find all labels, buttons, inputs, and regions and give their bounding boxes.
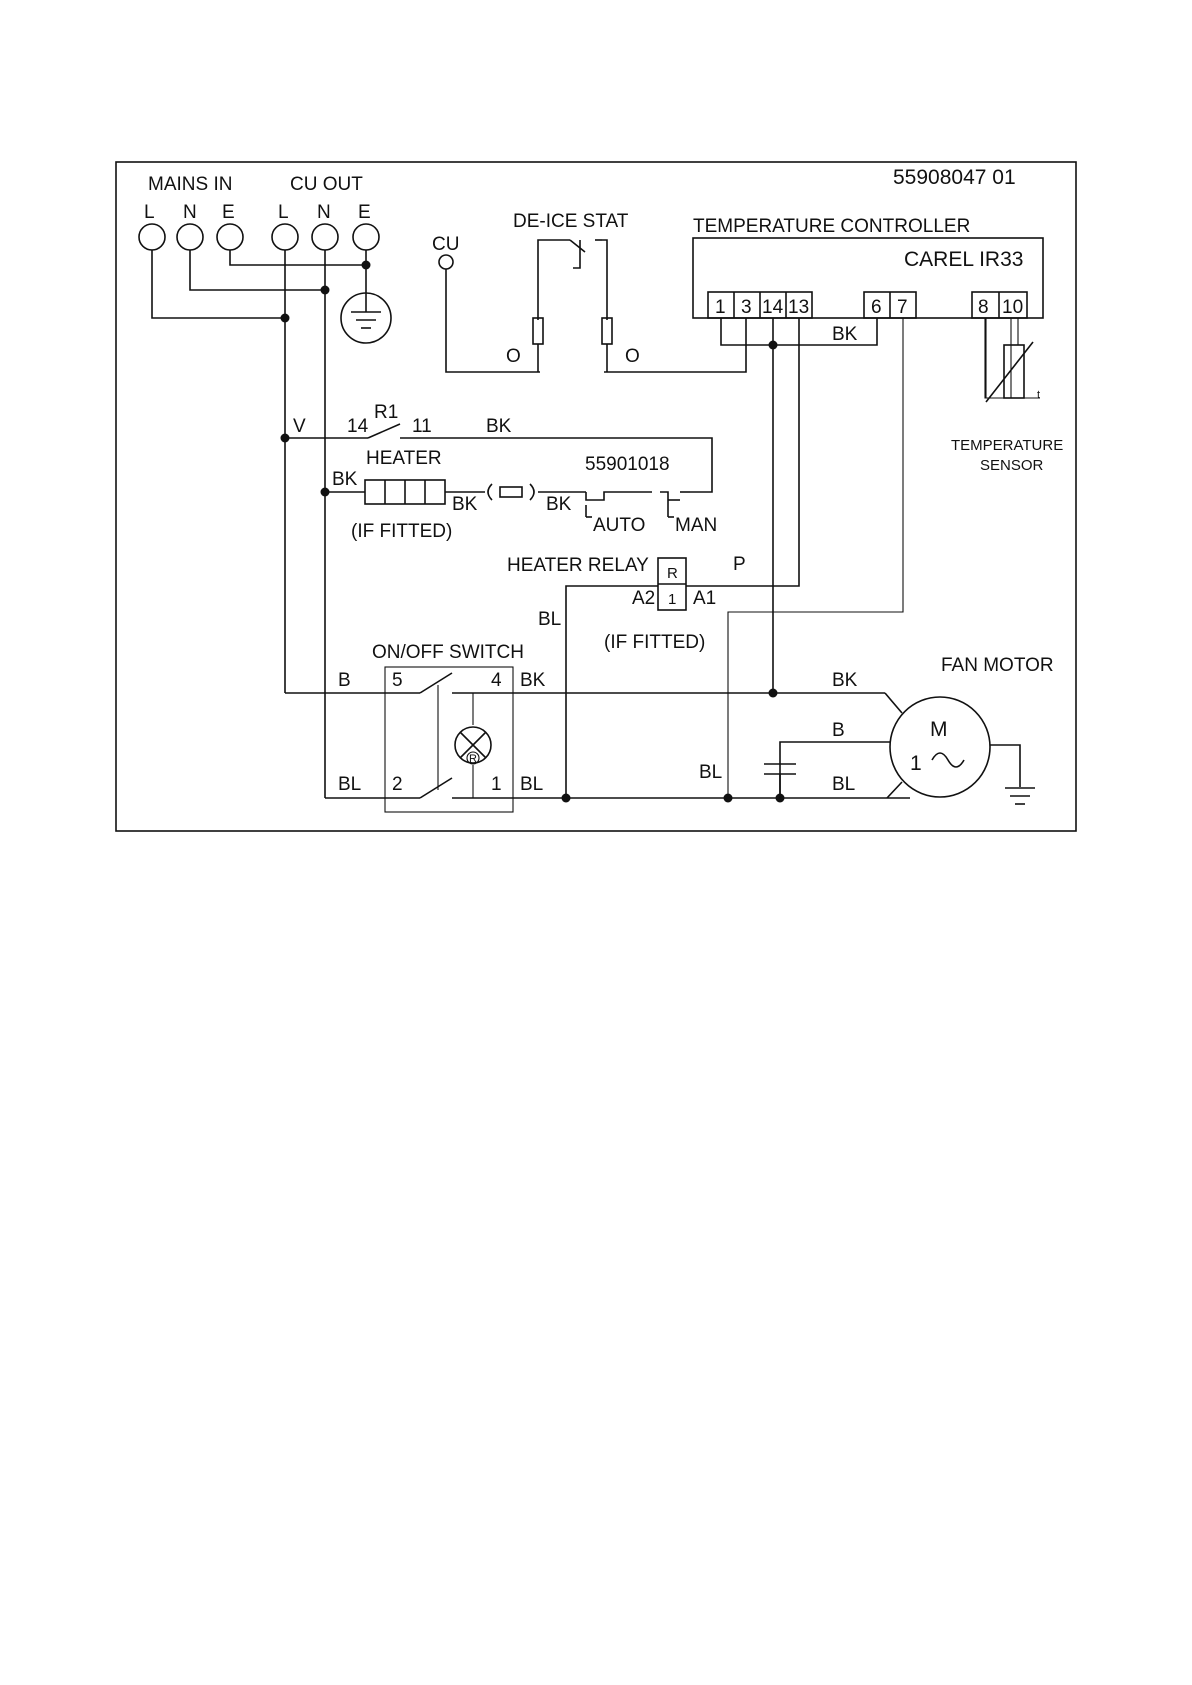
controller-bridge-bk: BK bbox=[832, 324, 858, 345]
mains-in-l-label: L bbox=[144, 202, 155, 223]
fan-wire-bl-left: BL bbox=[699, 762, 722, 783]
controller-terminal-8: 8 bbox=[978, 297, 989, 318]
fan-wire-bl: BL bbox=[832, 774, 855, 795]
earth-symbol bbox=[341, 265, 391, 343]
heater-note: (IF FITTED) bbox=[351, 521, 452, 542]
controller-model: CAREL IR33 bbox=[904, 248, 1023, 271]
heater-relay-coil-num: 1 bbox=[668, 591, 676, 608]
wire-v-label: V bbox=[293, 416, 306, 437]
heater-relay-a2-wire bbox=[566, 586, 658, 798]
thermostat-auto-label: AUTO bbox=[593, 515, 645, 536]
controller-terminal-6: 6 bbox=[871, 297, 882, 318]
heater-wire-bk-thermostat: BK bbox=[546, 494, 572, 515]
cu-out-n-label: N bbox=[317, 202, 331, 223]
controller-terminal-1: 1 bbox=[715, 297, 726, 318]
heater-relay-a1: A1 bbox=[693, 588, 716, 609]
controller-terminal-13: 13 bbox=[788, 297, 809, 318]
de-ice-wire-o-left: O bbox=[506, 346, 521, 367]
relay-r1-pin-14: 14 bbox=[347, 416, 369, 437]
de-ice-wire-o-right: O bbox=[625, 346, 640, 367]
heater-relay-title: HEATER RELAY bbox=[507, 555, 649, 576]
cu-out-title: CU OUT bbox=[290, 174, 363, 195]
onoff-switch-title: ON/OFF SWITCH bbox=[372, 642, 524, 663]
switch-pin-2: 2 bbox=[392, 774, 403, 795]
heater-wire-bk-in: BK bbox=[332, 469, 358, 490]
mains-in-title: MAINS IN bbox=[148, 174, 232, 195]
drawing-number: 55908047 01 bbox=[893, 166, 1016, 189]
cu-label: CU bbox=[432, 234, 459, 255]
relay-r1-pin-11: 11 bbox=[412, 416, 432, 437]
thermostat-man-label: MAN bbox=[675, 515, 717, 536]
de-ice-stat-switch bbox=[446, 240, 746, 372]
relay-r1-wire-bk: BK bbox=[486, 416, 512, 437]
switch-pin-5: 5 bbox=[392, 670, 403, 691]
heater-relay-wire-bl: BL bbox=[538, 609, 561, 630]
heater-relay-note: (IF FITTED) bbox=[604, 632, 705, 653]
fan-motor-phase: 1 bbox=[910, 752, 922, 775]
controller-terminal-7: 7 bbox=[897, 297, 908, 318]
controller-wiring bbox=[686, 318, 903, 798]
switch-pin-4: 4 bbox=[491, 670, 502, 691]
relay-r1-name: R1 bbox=[374, 402, 398, 423]
fan-motor bbox=[764, 693, 1035, 804]
heater-title: HEATER bbox=[366, 448, 442, 469]
mains-wiring bbox=[152, 250, 371, 798]
heater-part-number: 55901018 bbox=[585, 454, 670, 475]
fan-motor-title: FAN MOTOR bbox=[941, 655, 1054, 676]
sensor-symbol-t: t bbox=[1037, 389, 1040, 401]
controller-terminal-10: 10 bbox=[1002, 297, 1023, 318]
heater-wire-bk-out: BK bbox=[452, 494, 478, 515]
switch-wire-bl-right: BL bbox=[520, 774, 543, 795]
controller-terminal-3: 3 bbox=[741, 297, 752, 318]
controller-title: TEMPERATURE CONTROLLER bbox=[693, 216, 970, 237]
terminal-circles bbox=[139, 224, 379, 250]
switch-wire-b: B bbox=[338, 670, 351, 691]
controller-terminal-14: 14 bbox=[762, 297, 784, 318]
de-ice-stat-title: DE-ICE STAT bbox=[513, 211, 629, 232]
switch-wire-bk: BK bbox=[520, 670, 546, 691]
cu-terminal bbox=[439, 255, 453, 269]
cu-out-l-label: L bbox=[278, 202, 289, 223]
heater-relay-wire-p: P bbox=[733, 554, 746, 575]
fan-motor-symbol: M bbox=[930, 718, 948, 741]
temperature-sensor-label-2: SENSOR bbox=[980, 457, 1044, 474]
mains-in-e-label: E bbox=[222, 202, 235, 223]
heater-thermostats bbox=[586, 492, 690, 517]
cu-out-e-label: E bbox=[358, 202, 371, 223]
fan-wire-bk: BK bbox=[832, 670, 858, 691]
temperature-sensor bbox=[985, 318, 1040, 402]
heater-relay-coil-r: R bbox=[667, 565, 678, 582]
lamp-r-label: R bbox=[469, 753, 477, 765]
fan-wire-b: B bbox=[832, 720, 845, 741]
switch-pin-1: 1 bbox=[491, 774, 502, 795]
temperature-sensor-label-1: TEMPERATURE bbox=[951, 437, 1063, 454]
mains-in-n-label: N bbox=[183, 202, 197, 223]
heater-relay-a2: A2 bbox=[632, 588, 655, 609]
switch-wire-bl-left: BL bbox=[338, 774, 361, 795]
